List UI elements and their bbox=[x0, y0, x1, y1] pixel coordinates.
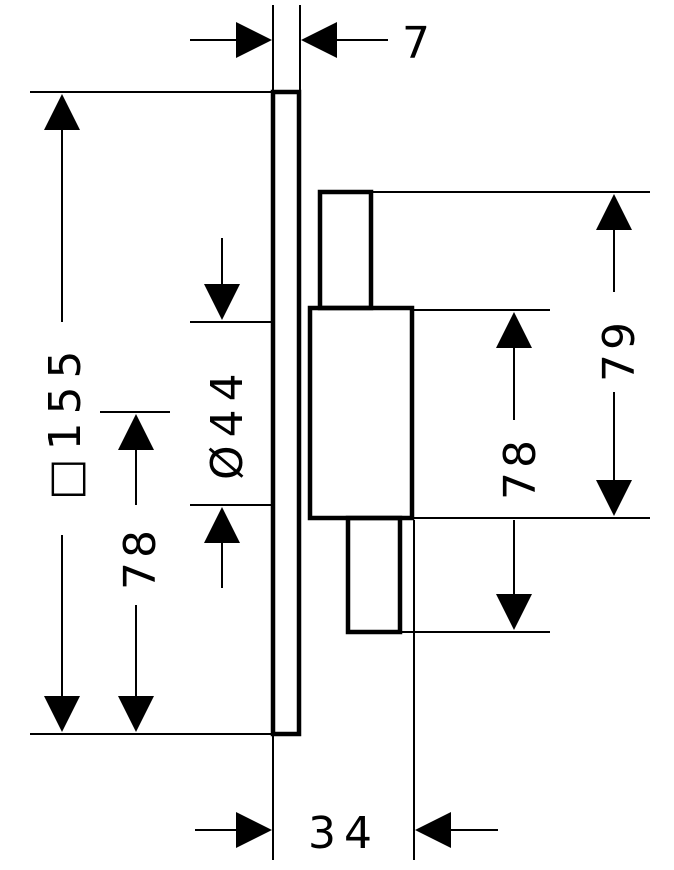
right-height-label: 79 bbox=[594, 318, 645, 382]
dimension-thickness: 7 bbox=[190, 18, 430, 69]
product-outline bbox=[270, 89, 415, 737]
diameter-label: Ø44 bbox=[202, 365, 253, 480]
dimension-depth: 34 bbox=[195, 808, 498, 859]
dimension-plate-size: □155 bbox=[40, 94, 91, 732]
extension-lines bbox=[30, 5, 650, 860]
dimension-diameter: Ø44 bbox=[202, 238, 253, 588]
upper-knob bbox=[317, 189, 374, 311]
cover-plate bbox=[270, 89, 302, 737]
right-offset-label: 78 bbox=[495, 436, 546, 500]
depth-label: 34 bbox=[308, 808, 380, 859]
middle-body bbox=[307, 305, 415, 521]
dimension-right-height: 79 bbox=[594, 194, 645, 516]
dimension-right-offset: 78 bbox=[495, 312, 546, 630]
lower-knob bbox=[345, 515, 403, 635]
plate-size-label: □155 bbox=[40, 342, 91, 500]
left-offset-label: 78 bbox=[115, 526, 166, 590]
thickness-label: 7 bbox=[402, 18, 430, 69]
dimension-left-offset: 78 bbox=[100, 411, 170, 732]
